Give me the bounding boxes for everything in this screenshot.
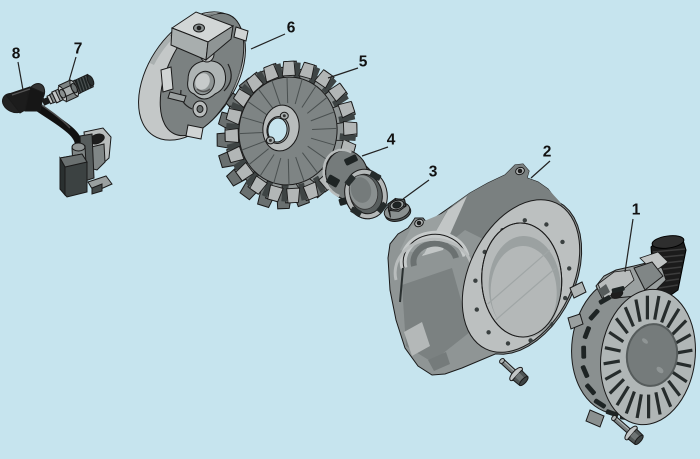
svg-text:4: 4 xyxy=(387,132,396,149)
svg-text:7: 7 xyxy=(74,41,83,58)
svg-text:8: 8 xyxy=(12,46,21,63)
svg-text:2: 2 xyxy=(543,144,552,161)
svg-text:3: 3 xyxy=(429,164,438,181)
svg-text:1: 1 xyxy=(632,202,641,219)
svg-text:5: 5 xyxy=(359,54,368,71)
svg-text:6: 6 xyxy=(287,20,296,37)
